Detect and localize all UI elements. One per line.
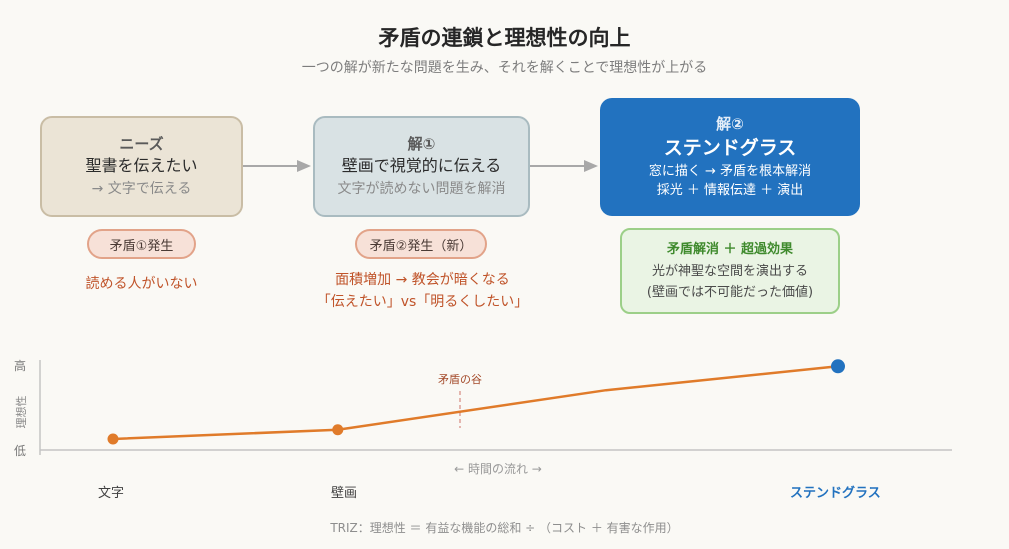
arrow-solution1-to-solution2 (530, 160, 598, 172)
resolution-box: 矛盾解消 ＋ 超過効果 光が神聖な空間を演出する (壁画では不可能だった価値) (620, 228, 840, 314)
page-title: 矛盾の連鎖と理想性の向上 (378, 26, 631, 50)
resolution-line2: (壁画では不可能だった価値) (646, 285, 814, 300)
solution1-box: 解① 壁画で視覚的に伝える 文字が読めない問題を解消 (313, 116, 530, 217)
y-low-label: 低 (14, 444, 26, 458)
footer-formula: TRIZ：理想性 ＝ 有益な機能の総和 ÷ （コスト ＋ 有害な作用） (330, 521, 679, 535)
contradiction2-text: 面積増加 → 教会が暗くなる 「伝えたい」vs「明るくしたい」 (300, 269, 545, 313)
marker-moji (107, 433, 119, 445)
y-high-label: 高 (14, 358, 26, 373)
contradiction1-badge: 矛盾①発生 (87, 229, 196, 259)
ideality-line (112, 365, 839, 441)
resolution-line1: 光が神聖な空間を演出する (651, 264, 808, 279)
solution2-box: 解② ステンドグラス 窓に描く → 矛盾を根本解消 採光 ＋ 情報伝達 ＋ 演出 (600, 98, 860, 216)
contradiction2-line1: 面積増加 → 教会が暗くなる (335, 272, 510, 288)
solution1-head: 解① (407, 134, 436, 153)
needs-sub: → 文字で伝える (91, 180, 192, 197)
arrow-needs-to-solution1 (243, 160, 311, 172)
solution2-line2: 採光 ＋ 情報伝達 ＋ 演出 (656, 183, 804, 198)
page-subtitle: 一つの解が新たな問題を生み、それを解くことで理想性が上がる (301, 60, 708, 76)
solution2-line1: 窓に描く → 矛盾を根本解消 (648, 164, 812, 179)
x-category-moji: 文字 (98, 486, 125, 501)
resolution-head: 矛盾解消 ＋ 超過効果 (666, 242, 794, 257)
solution2-head: 解② (716, 115, 744, 133)
x-category-stained-glass: ステンドグラス (790, 486, 881, 501)
needs-box: ニーズ 聖書を伝えたい → 文字で伝える (40, 116, 243, 217)
solution2-main: ステンドグラス (663, 137, 797, 159)
contradiction2-badge: 矛盾②発生（新） (355, 229, 487, 259)
marker-stained-glass (831, 359, 845, 374)
needs-main: 聖書を伝えたい (85, 155, 198, 175)
valley-annotation: 矛盾の谷 (438, 373, 482, 386)
solution1-main: 壁画で視覚的に伝える (341, 155, 502, 175)
x-category-hekiga: 壁画 (331, 486, 358, 501)
solution1-sub: 文字が読めない問題を解消 (337, 180, 506, 197)
contradiction2-line2: 「伝えたい」vs「明るくしたい」 (316, 294, 529, 310)
y-axis-label: 理想性 (14, 396, 28, 429)
needs-head: ニーズ (119, 134, 164, 153)
contradiction1-text: 読める人がいない (85, 276, 198, 292)
x-axis-label: ← 時間の流れ → (454, 462, 542, 476)
marker-hekiga (332, 424, 344, 436)
